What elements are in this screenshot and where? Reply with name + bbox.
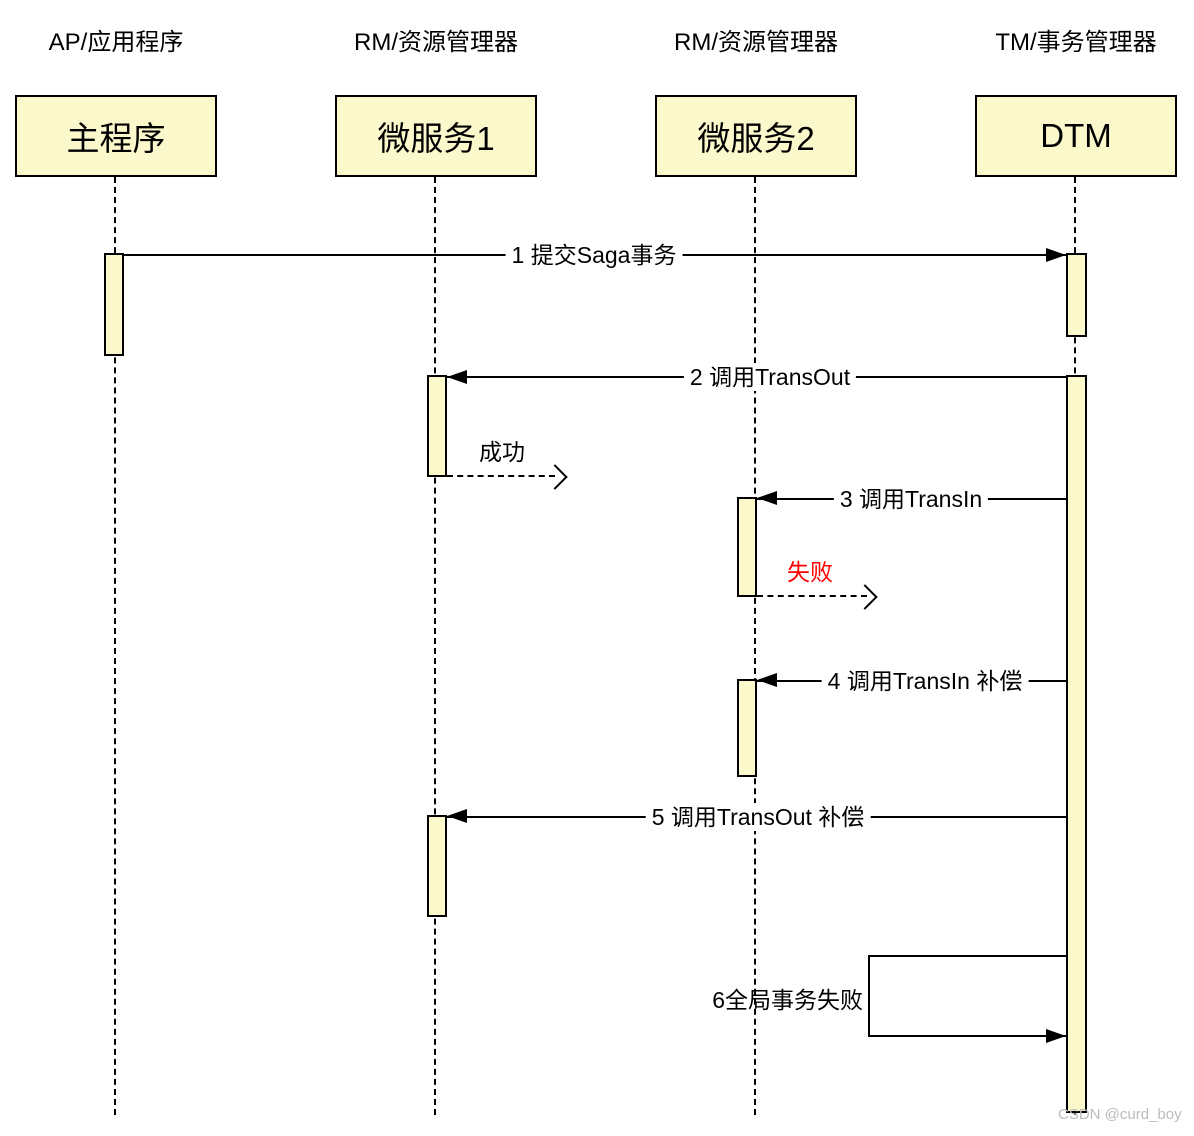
- activation-ms2-2: [737, 679, 757, 777]
- message-label-4: 4 调用TransIn 补偿: [821, 667, 1029, 695]
- message-label-5: 5 调用TransOut 补偿: [645, 803, 871, 831]
- participant-box-main: 主程序: [15, 95, 217, 177]
- activation-ms1-2: [427, 815, 447, 917]
- arrowhead-left-icon: [757, 491, 777, 505]
- participant-role-ap: AP/应用程序: [48, 29, 184, 56]
- open-arrowhead-icon: [542, 464, 568, 490]
- arrowhead-left-icon: [447, 809, 467, 823]
- participant-name-main: 主程序: [66, 120, 166, 157]
- participant-name-dtm: DTM: [1040, 117, 1112, 154]
- message-label-1: 1 提交Saga事务: [505, 241, 683, 269]
- activation-dtm-1: [1066, 253, 1087, 337]
- activation-dtm-2: [1066, 375, 1087, 1113]
- watermark: CSDN @curd_boy: [1058, 1106, 1182, 1123]
- lifeline-main: [114, 177, 116, 1115]
- activation-ms2-1: [737, 497, 757, 597]
- open-arrowhead-icon: [852, 584, 878, 610]
- arrowhead-right-icon: [1046, 248, 1066, 262]
- participant-role-rm2: RM/资源管理器: [674, 29, 838, 56]
- message-label-6: 6全局事务失败: [712, 987, 863, 1013]
- participant-name-ms1: 微服务1: [377, 120, 495, 157]
- participant-box-ms2: 微服务2: [655, 95, 857, 177]
- arrowhead-left-icon: [757, 673, 777, 687]
- participant-name-ms2: 微服务2: [697, 120, 815, 157]
- message-label-2: 2 调用TransOut: [683, 363, 857, 391]
- lifeline-ms2: [754, 177, 756, 1115]
- return-line-fail: [757, 595, 867, 597]
- message-label-3: 3 调用TransIn: [833, 485, 989, 513]
- lifeline-ms1: [434, 177, 436, 1115]
- return-line-success: [447, 475, 555, 477]
- arrowhead-left-icon: [447, 370, 467, 384]
- participant-box-dtm: DTM: [975, 95, 1177, 177]
- participant-role-tm: TM/事务管理器: [995, 29, 1157, 56]
- activation-main-1: [104, 253, 124, 356]
- participant-box-ms1: 微服务1: [335, 95, 537, 177]
- arrowhead-right-icon: [1046, 1029, 1066, 1043]
- return-label-fail: 失败: [787, 559, 833, 585]
- participant-role-rm1: RM/资源管理器: [354, 29, 518, 56]
- self-message-loop: [868, 955, 1066, 1037]
- return-label-success: 成功: [479, 439, 525, 465]
- activation-ms1-1: [427, 375, 447, 477]
